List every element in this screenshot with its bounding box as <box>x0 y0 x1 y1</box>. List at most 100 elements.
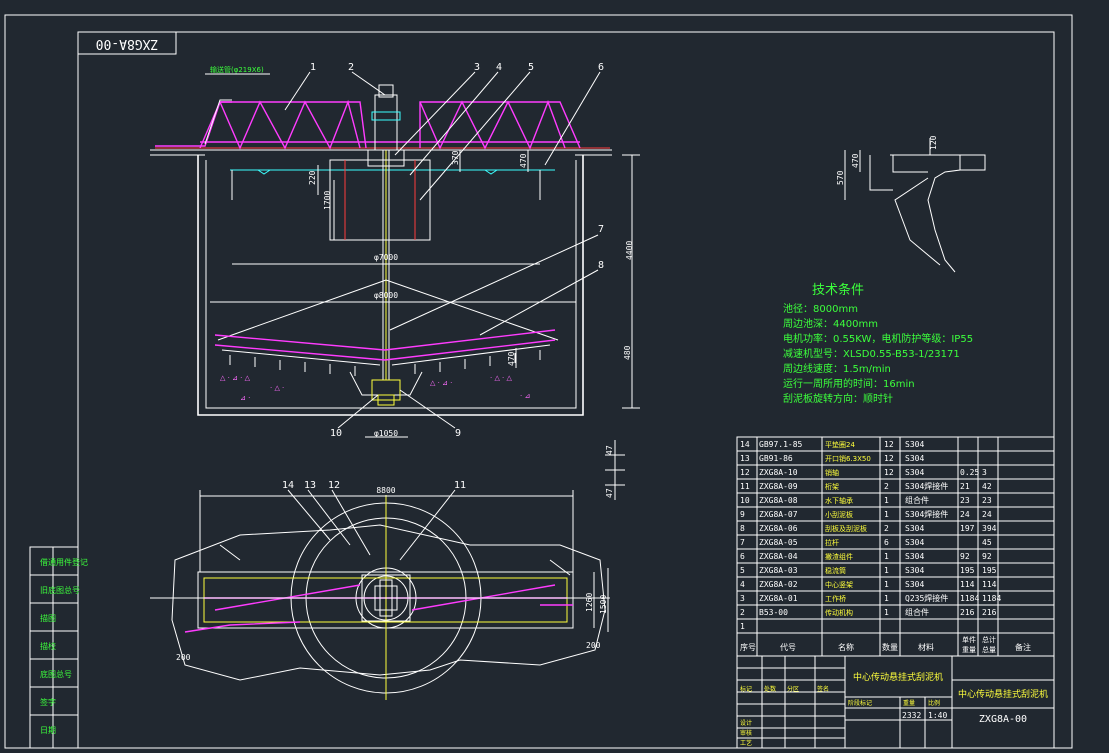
dim-120: 120 <box>929 135 938 150</box>
bom-cell: 195 <box>982 566 997 575</box>
balloon-13: 13 <box>304 480 316 491</box>
bom-cell: 拉杆 <box>825 538 839 547</box>
bom-cell: 中心竖架 <box>825 580 853 589</box>
bom-h-sub1: 总量 <box>982 645 996 654</box>
tech-title: 技术条件 <box>812 282 864 298</box>
bom-cell: S304 <box>905 468 924 477</box>
strip-label-3: 描校 <box>40 641 56 651</box>
balloon-4: 4 <box>496 62 502 73</box>
dim-phi7000: φ7000 <box>374 253 398 262</box>
bom-cell: S304 <box>905 580 924 589</box>
tb-l-12: 重量 <box>903 699 915 707</box>
balloon-11: 11 <box>454 480 466 491</box>
left-strip: 借通用件登记 旧底图总号 描图 描校 底图总号 签字 日期 <box>29 546 88 749</box>
bom-cell: 桁架 <box>825 482 839 491</box>
bom-cell: 14 <box>740 440 750 449</box>
bom-cell: 6 <box>740 552 745 561</box>
elevation-view: △ · ⊿ · △· △ · △ · ⊿ ·· △ · △ ⊿ ·· ⊿ φ70… <box>150 62 640 439</box>
bom-cell: 23 <box>960 496 970 505</box>
bom-cell: 小刮泥板 <box>825 510 853 519</box>
bom-cell: 21 <box>960 482 970 491</box>
bom-cell: 3 <box>982 468 987 477</box>
bom-cell: 2 <box>884 524 889 533</box>
strip-label-6: 日期 <box>40 726 56 735</box>
bom-cell: 216 <box>982 608 997 617</box>
bom-cell: GB91-86 <box>759 454 793 463</box>
dim-1500: 1500 <box>599 595 608 614</box>
bom-cell: ZXG8A-10 <box>759 468 798 477</box>
dim-47b: 47 <box>605 488 614 498</box>
bom-cell: 45 <box>982 538 992 547</box>
svg-text:⊿ ·: ⊿ · <box>240 394 250 402</box>
section-marks: 47 47 <box>605 440 625 500</box>
balloon-8: 8 <box>598 260 604 271</box>
balloon-1: 1 <box>310 62 316 73</box>
bom-cell: 4 <box>740 580 745 589</box>
bom-cell: 0.25 <box>960 468 979 477</box>
bom-cell: 195 <box>960 566 975 575</box>
tb-l-2: 分区 <box>787 685 799 693</box>
bom-cell: ZXG8A-06 <box>759 524 798 533</box>
bom-cell: 平垫圈24 <box>825 440 855 449</box>
tb-l-1: 处数 <box>764 685 776 693</box>
bom-cell: 7 <box>740 538 745 547</box>
bom-cell: S304焊接件 <box>905 509 948 519</box>
bom-cell: 1184 <box>960 594 979 603</box>
bom-cell: 5 <box>740 566 745 575</box>
bom-cell: S304 <box>905 454 924 463</box>
bom-cell: 114 <box>960 580 975 589</box>
strip-label-0: 借通用件登记 <box>40 557 88 567</box>
bom-cell: ZXG8A-03 <box>759 566 798 575</box>
bom-cell: S304 <box>905 440 924 449</box>
dim-480: 480 <box>623 345 632 360</box>
bom-cell: 12 <box>884 454 894 463</box>
bom-cell: 12 <box>884 468 894 477</box>
bom-cell: S304 <box>905 524 924 533</box>
bom-cell: 1 <box>884 594 889 603</box>
bom-cell: 传动机构 <box>825 608 853 617</box>
bom-cell: 稳流筒 <box>825 566 846 575</box>
dim-470c: 470 <box>851 153 860 168</box>
strip-label-5: 签字 <box>40 697 56 707</box>
bom-cell: 1 <box>884 608 889 617</box>
dim-570: 570 <box>836 170 845 185</box>
svg-text:· △ · △: · △ · △ <box>490 374 513 382</box>
dim-phi8000: φ8000 <box>374 291 398 300</box>
detail-view: 570 470 120 <box>836 135 986 273</box>
dim-1260: 1260 <box>585 593 594 612</box>
bom-cell: 197 <box>960 524 975 533</box>
bom-cell: 1 <box>884 496 889 505</box>
strip-label-4: 底图总号 <box>40 669 72 679</box>
bom-cell: S304 <box>905 538 924 547</box>
bom-cell: 10 <box>740 496 750 505</box>
bom-cell: 92 <box>960 552 970 561</box>
dim-470b: 470 <box>507 351 516 366</box>
tech-line-0: 池径：8000mm <box>783 302 858 315</box>
tech-line-5: 运行一周所用的时间：16min <box>783 377 915 390</box>
bom-cell: 2 <box>740 608 745 617</box>
bom-cell: GB97.1-85 <box>759 440 803 449</box>
dim-370: 370 <box>451 150 460 165</box>
tech-line-4: 周边线速度：1.5m/min <box>783 362 891 375</box>
bom-cell: 开口销6.3X50 <box>825 454 871 463</box>
bom-cell: 42 <box>982 482 992 491</box>
bom-h-name: 名称 <box>838 642 854 652</box>
tech-notes: 技术条件 池径：8000mm 周边池深：4400mm 电机功率：0.55KW，电… <box>783 282 973 405</box>
tb-l-11: 阶段标记 <box>848 699 872 707</box>
dim-220: 220 <box>308 170 317 185</box>
bom-h-code: 代号 <box>780 642 796 652</box>
dim-1700: 1700 <box>323 191 332 210</box>
bom-cell: 1 <box>884 566 889 575</box>
tech-line-6: 刮泥板旋转方向：顺时针 <box>783 392 893 405</box>
balloon-7: 7 <box>598 224 604 235</box>
bom-cell: 撇渣组件 <box>825 552 853 561</box>
bom-cell: 24 <box>982 510 992 519</box>
tech-line-3: 减速机型号：XLSD0.55-B53-1/23171 <box>783 347 960 360</box>
bom-cell: B53-00 <box>759 608 788 617</box>
bom-cell: ZXG8A-01 <box>759 594 798 603</box>
tb-l-6: 设计 <box>740 719 752 727</box>
strip-label-2: 描图 <box>40 613 56 623</box>
bom-cell: ZXG8A-04 <box>759 552 798 561</box>
